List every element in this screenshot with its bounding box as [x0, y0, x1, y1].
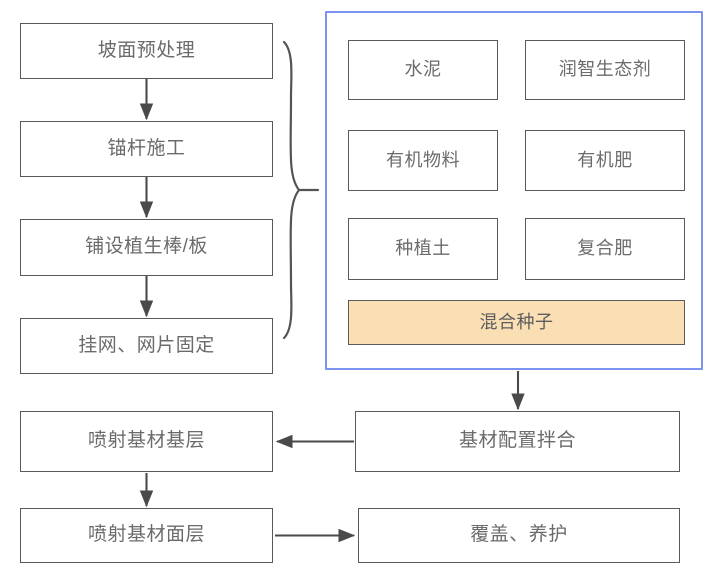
- material-label: 润智生态剂: [558, 59, 652, 80]
- process-step-label: 铺设植生棒/板: [85, 236, 208, 258]
- process-step-label: 坡面预处理: [97, 39, 196, 61]
- process-step-label: 挂网、网片固定: [78, 334, 215, 356]
- material-label: 复合肥: [577, 238, 633, 259]
- material-label: 水泥: [404, 59, 442, 80]
- lower-step-label: 喷射基材基层: [87, 430, 205, 452]
- lower-step-cover-maintenance[interactable]: 覆盖、养护: [358, 508, 680, 563]
- lower-step-substrate-mixing[interactable]: 基材配置拌合: [355, 411, 680, 472]
- process-step-anchor-construction[interactable]: 锚杆施工: [20, 121, 273, 177]
- material-label: 有机肥: [577, 149, 633, 170]
- lower-step-label: 基材配置拌合: [458, 430, 576, 452]
- process-step-label: 锚杆施工: [107, 137, 186, 159]
- lower-step-label: 覆盖、养护: [470, 524, 568, 546]
- material-label: 混合种子: [479, 311, 554, 332]
- lower-step-spray-substrate-base[interactable]: 喷射基材基层: [20, 411, 273, 472]
- material-cement[interactable]: 水泥: [348, 40, 498, 100]
- material-compound-fertilizer[interactable]: 复合肥: [525, 218, 685, 280]
- process-step-hang-mesh-fix-net[interactable]: 挂网、网片固定: [20, 318, 273, 374]
- material-mixed-seeds-highlight[interactable]: 混合种子: [348, 300, 685, 345]
- material-label: 种植土: [395, 238, 451, 259]
- material-runzhi-eco-agent[interactable]: 润智生态剂: [525, 40, 685, 100]
- process-step-lay-vegetation-rod-board[interactable]: 铺设植生棒/板: [20, 219, 273, 276]
- materials-group-panel: [325, 11, 703, 370]
- material-organic-material[interactable]: 有机物料: [348, 130, 498, 191]
- lower-step-spray-substrate-surface[interactable]: 喷射基材面层: [20, 508, 273, 563]
- process-step-slope-pretreatment[interactable]: 坡面预处理: [20, 23, 273, 79]
- lower-step-label: 喷射基材面层: [87, 524, 205, 546]
- material-planting-soil[interactable]: 种植土: [348, 218, 498, 280]
- material-organic-fertilizer[interactable]: 有机肥: [525, 130, 685, 191]
- material-label: 有机物料: [386, 149, 460, 170]
- brace-connector: [282, 40, 320, 340]
